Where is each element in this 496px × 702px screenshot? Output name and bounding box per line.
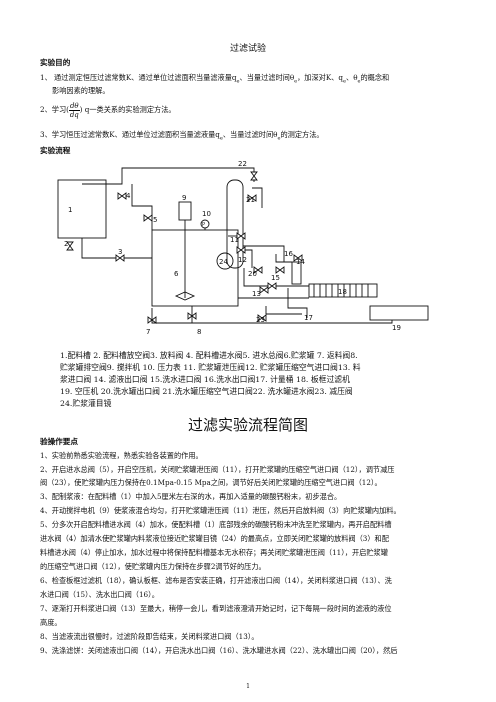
document-title: 过滤试验 bbox=[229, 44, 266, 54]
air-compressor bbox=[369, 305, 429, 321]
label-7: 7 bbox=[146, 328, 150, 336]
label-2: 2 bbox=[64, 240, 68, 248]
plate-frame-filter bbox=[308, 283, 378, 298]
purpose-item-1: 1、 通过测定恒压过滤常数K、通过单位过滤面积当量滤液量qe、当量过滤时间θe，… bbox=[40, 73, 390, 85]
section-heading-purpose: 实验目的 bbox=[40, 58, 71, 67]
step-line-7: 进水阀（4）加清水使贮浆罐内料浆液位接近贮浆罐目镜（24）的最高点，立即关闭贮浆… bbox=[40, 534, 389, 543]
legend-line-5: 24.贮浆灌目镜 bbox=[60, 399, 112, 408]
label-15: 15 bbox=[271, 274, 280, 282]
diagram-title: 过滤实验流程简图 bbox=[187, 416, 308, 434]
label-16: 16 bbox=[284, 250, 293, 258]
step-line-3: 阀（23），使贮浆罐内压力保持在0.1Mpa-0.15 Mpa之间，调节好后关闭… bbox=[40, 478, 382, 487]
legend-line-2: 贮浆罐排空阀9. 搅拌机 10. 压力表 11. 贮浆罐泄压阀12. 贮浆罐压缩… bbox=[60, 363, 361, 372]
sight-glass bbox=[216, 252, 234, 270]
step-line-5: 4、开动搅拌电机（9）使浆液混合均匀，打开贮浆罐泄压阀（11）泄压，然后开启放料… bbox=[40, 506, 401, 515]
label-23: 23 bbox=[256, 316, 265, 324]
label-5: 5 bbox=[153, 216, 157, 224]
step-line-12: 7、逐渐打开料浆进口阀（13）至最大，稍停一会儿，看到滤液澄清开始记时，记下每隔… bbox=[40, 604, 392, 613]
process-flow-diagram: 1 2 3 4 5 6 7 8 9 10 11 12 13 14 15 16 1… bbox=[57, 160, 429, 336]
label-p: P bbox=[202, 222, 205, 228]
slurry-tank bbox=[151, 229, 239, 307]
label-12: 12 bbox=[238, 256, 247, 264]
step-line-9: 的压缩空气进口阀（12），使贮浆罐内压力保持在步骤2调节好的压力。 bbox=[40, 562, 266, 571]
wash-water-tank bbox=[226, 179, 244, 269]
label-6: 6 bbox=[174, 270, 179, 278]
label-1: 1 bbox=[68, 206, 72, 214]
legend-line-1: 1.配料槽 2. 配料槽放空阀3. 放料阀 4. 配料槽进水阀5. 进水总阀6.… bbox=[60, 351, 358, 360]
label-10: 10 bbox=[202, 210, 211, 218]
step-line-6: 5、分多次开启配料槽进水阀（4）加水，使配料槽（1）底部残余的碳酸钙粉末冲洗至贮… bbox=[40, 520, 392, 529]
label-8: 8 bbox=[197, 328, 201, 336]
step-line-10: 6、检查板框过滤机（18），确认板框、滤布是否安装正确，打开滤液出口阀（14），… bbox=[40, 576, 392, 585]
label-17: 17 bbox=[304, 314, 313, 322]
step-line-4: 3、配制浆液：在配料槽（1）中加入5厘米左右深的水，再加入适量的碳酸钙粉末，初步… bbox=[40, 492, 342, 501]
label-13: 13 bbox=[252, 290, 261, 298]
purpose-item-1-cont: 影响因素的理解。 bbox=[52, 86, 110, 95]
label-22: 22 bbox=[238, 160, 247, 168]
step-line-11: 水进口阀（15）、洗水出口阀（16）。 bbox=[40, 590, 159, 599]
section-heading-operation: 验操作要点 bbox=[40, 437, 78, 446]
legend-line-4: 19. 空压机 20.洗水罐出口阀 21.洗水罐压缩空气进口阀22. 洗水罐进水… bbox=[60, 387, 353, 396]
legend-line-3: 浆进口阀 14. 滤液出口阀 15.洗水进口阀 16.洗水出口阀17. 计量桶 … bbox=[60, 375, 350, 384]
label-14: 14 bbox=[296, 258, 305, 266]
page-number: 1 bbox=[246, 683, 250, 690]
label-21: 21 bbox=[246, 196, 255, 204]
label-3: 3 bbox=[118, 248, 122, 256]
step-line-1: 1、实验前熟悉实验流程，熟悉实验各装置的作用。 bbox=[40, 451, 203, 460]
label-11: 11 bbox=[230, 236, 239, 244]
label-19: 19 bbox=[392, 324, 401, 332]
label-24: 24 bbox=[219, 258, 228, 266]
section-heading-flow: 实验流程 bbox=[40, 146, 71, 155]
metering-tank bbox=[291, 261, 302, 285]
step-line-13: 高度。 bbox=[40, 618, 62, 627]
purpose-item-3: 3、学习恒压过滤常数K、通过单位过滤面积当量滤液量qe、当量过滤时间θe的测定方… bbox=[40, 130, 324, 142]
step-line-8: 料槽进水阀（4）停止加水，加水过程中将保持配料槽基本无水积存；再关闭贮浆罐泄压阀… bbox=[40, 548, 388, 557]
label-9: 9 bbox=[182, 194, 186, 202]
mixing-tank bbox=[57, 179, 107, 239]
label-18: 18 bbox=[338, 288, 347, 296]
stirrer-motor bbox=[178, 201, 192, 221]
label-4: 4 bbox=[126, 192, 131, 200]
step-line-14: 8、当滤液流出很慢时，过滤阶段即告结束，关闭料浆进口阀（13）。 bbox=[40, 632, 259, 641]
step-line-2: 2、开启进水总阀（5），开启空压机，关闭贮浆罐泄压阀（11），打开贮浆罐的压缩空… bbox=[40, 465, 395, 474]
step-line-15: 9、洗涤滤饼：关闭滤液出口阀（14），开启洗水出口阀（16）、洗水罐进水阀（22… bbox=[40, 646, 398, 655]
label-20: 20 bbox=[248, 270, 257, 278]
